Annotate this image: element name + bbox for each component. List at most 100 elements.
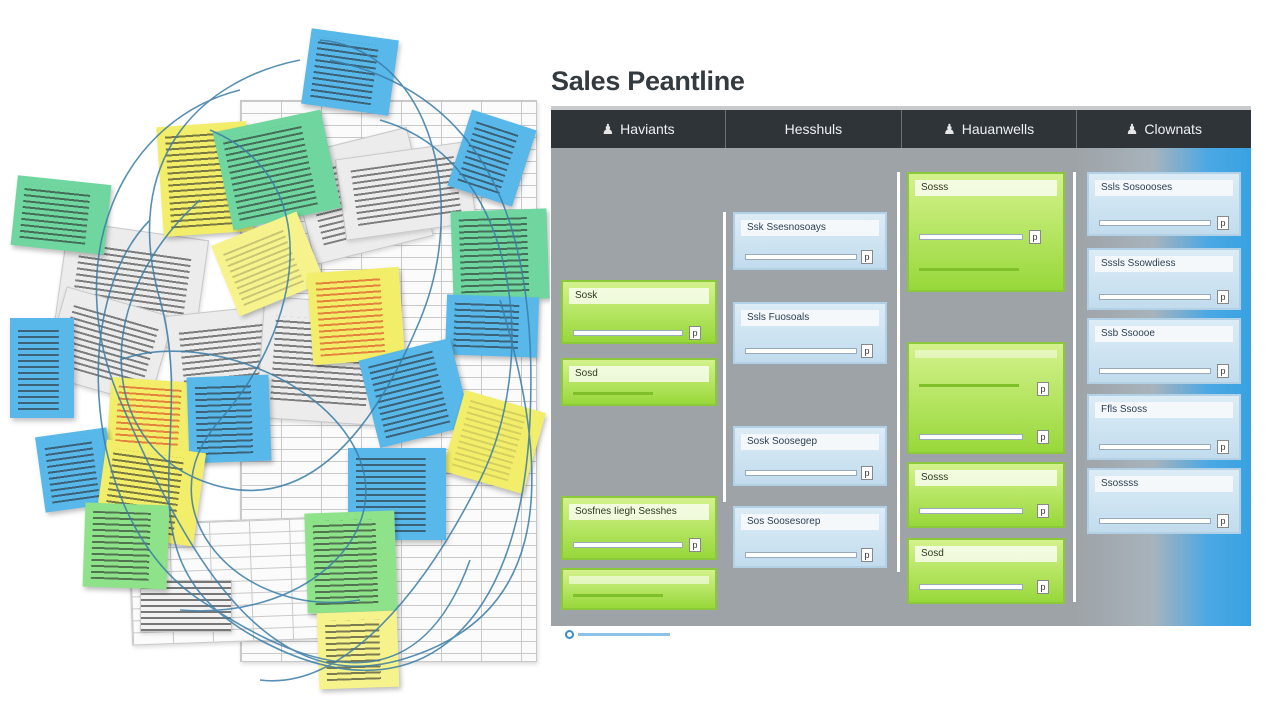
progress-bar [919,268,1019,271]
card-flag-icon: p [861,250,873,264]
pipeline-card[interactable]: Sosk Soosegep p [733,426,887,486]
card-flag-icon: p [1037,504,1049,518]
pipeline-card[interactable]: Ffls Ssoss p [1087,394,1241,460]
pipeline-card[interactable]: Sssls Ssowdiess p [1087,248,1241,310]
people-icon: ♟ [601,120,615,137]
pipeline-card[interactable]: Sosss p [907,172,1065,292]
pipeline-card[interactable]: Sosk p [561,280,717,344]
card-flag-icon: p [861,344,873,358]
progress-bar [919,584,1023,590]
card-title: Sosss [915,470,1057,486]
card-flag-icon: p [689,538,701,552]
column-header-4[interactable]: ♟ Clownats [1077,110,1251,148]
card-flag-icon: p [861,466,873,480]
progress-bar [745,348,857,354]
sticky-note [186,374,272,464]
card-title [569,576,709,584]
card-title: Sosd [915,546,1057,562]
connector-line [897,172,900,572]
card-title [915,350,1057,358]
card-flag-icon: p [1029,230,1041,244]
progress-bar [573,392,653,395]
card-title: Sosss [915,180,1057,196]
sticky-note [304,510,398,614]
page-title: Sales Peantline [551,66,745,96]
progress-bar [573,330,683,336]
pipeline-card[interactable]: Sosd [561,358,717,406]
sticky-note [316,610,400,690]
column-header-label: Hesshuls [784,121,843,137]
progress-bar [1099,294,1211,300]
column-header-label: Clownats [1144,121,1202,137]
progress-bar [919,234,1023,240]
board-top-strip [551,106,1251,110]
sticky-note [10,175,112,255]
sticky-note [306,266,406,366]
pipeline-card[interactable]: Sosfnes Iiegh Sesshes p [561,496,717,560]
card-title: Sosd [569,366,709,382]
card-flag-icon: p [1217,514,1229,528]
footer-logo [565,630,670,639]
column-header-label: Haviants [620,121,675,137]
chaotic-notes-illustration [0,0,550,720]
sticky-note [444,294,540,358]
logo-mark-icon [565,630,574,639]
sticky-note [301,28,399,116]
card-flag-icon: p [1037,382,1049,396]
pipeline-card[interactable]: p p [907,342,1065,454]
pipeline-card[interactable]: Ssossss p [1087,468,1241,534]
progress-bar [919,434,1023,440]
column-header-1[interactable]: ♟ Haviants [551,110,727,148]
card-title: Ssb Ssoooe [1095,326,1233,342]
card-flag-icon: p [689,326,701,340]
progress-bar [919,508,1023,514]
progress-bar [1099,444,1211,450]
progress-bar [573,542,683,548]
column-header-label: Hauanwells [961,121,1035,137]
progress-bar [1099,368,1211,374]
column-header-2[interactable]: Hesshuls [726,110,902,148]
card-title: Ssk Ssesnosoays [741,220,879,236]
pipeline-board: ♟ Haviants Hesshuls ♟ Hauanwells ♟ Clown… [551,106,1251,626]
card-title: Sssls Ssowdiess [1095,256,1233,272]
card-flag-icon: p [1037,430,1049,444]
progress-bar [1099,220,1211,226]
card-title: Sosk [569,288,709,304]
card-title: Ssossss [1095,476,1233,492]
card-flag-icon: p [1217,290,1229,304]
board-header: ♟ Haviants Hesshuls ♟ Hauanwells ♟ Clown… [551,110,1251,148]
card-title: Ffls Ssoss [1095,402,1233,418]
pipeline-card[interactable]: Ssls Sosoooses p [1087,172,1241,236]
sticky-note [10,318,74,418]
progress-bar [745,470,857,476]
sticky-note [450,208,550,302]
card-title: Ssls Sosoooses [1095,180,1233,196]
pipeline-card[interactable]: Sos Soosesorep p [733,506,887,568]
pipeline-card[interactable]: Sosss p [907,462,1065,528]
card-title: Sosk Soosegep [741,434,879,450]
card-flag-icon: p [1217,216,1229,230]
progress-bar [745,254,857,260]
pipeline-card[interactable]: Sosd p [907,538,1065,604]
card-title: Sos Soosesorep [741,514,879,530]
sticky-note [82,502,170,590]
card-title: Sosfnes Iiegh Sesshes [569,504,709,520]
connector-line [723,212,726,502]
card-flag-icon: p [1037,580,1049,594]
progress-bar [1099,518,1211,524]
progress-bar [919,384,1019,387]
people-icon: ♟ [1125,120,1139,137]
people-icon: ♟ [943,120,956,137]
pipeline-card[interactable] [561,568,717,610]
card-title: Ssls Fuosoals [741,310,879,326]
card-flag-icon: p [1217,364,1229,378]
pipeline-card[interactable]: Ssk Ssesnosoays p [733,212,887,270]
pipeline-card[interactable]: Ssb Ssoooe p [1087,318,1241,384]
logo-wordmark [578,633,670,636]
column-header-3[interactable]: ♟ Hauanwells [902,110,1077,148]
connector-line [1073,172,1076,602]
progress-bar [573,594,663,597]
pipeline-card[interactable]: Ssls Fuosoals p [733,302,887,364]
card-flag-icon: p [1217,440,1229,454]
card-flag-icon: p [861,548,873,562]
